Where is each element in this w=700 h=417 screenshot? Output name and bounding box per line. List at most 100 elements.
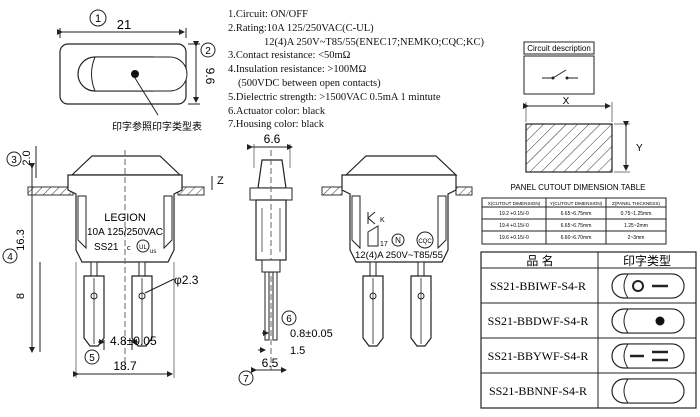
cutout-cell: 19.6 +0.15/-0 — [499, 235, 529, 241]
spec-dielectric: 5.Dielectric strength: >1500VAC 0.5mA 1 … — [228, 91, 441, 103]
total-dim: 18.7 — [113, 359, 137, 373]
z-label: Z — [217, 175, 224, 187]
dim-8: 8 — [15, 293, 27, 299]
spec-circuit: 1.Circuit: ON/OFF — [228, 9, 308, 20]
front-terminal-left — [83, 261, 105, 347]
marker-2 — [200, 42, 216, 58]
panel-left — [27, 186, 74, 196]
dim-7: 6.5 — [262, 356, 279, 370]
print-type-table: 品 名 印字类型 SS21-BBIWF-S4-R SS21-BBDWF-S4-R… — [480, 251, 697, 409]
dim-3: 2.0 — [21, 150, 33, 165]
spec-rating-2: 12(4)A 250V~T85/55(ENEC17;NEMKO;CQC;KC) — [264, 36, 485, 48]
print-row-name: SS21-BBNNF-S4-R — [489, 384, 587, 398]
nemko-logo — [391, 233, 405, 247]
spec-insulation: 4.Insulation resistance: >100MΩ — [228, 64, 367, 76]
side-base — [261, 259, 281, 273]
cert-us: us — [150, 249, 156, 255]
circuit-description: Circuit description — [523, 41, 595, 95]
print-row-name: SS21-BBIWF-S4-R — [490, 279, 586, 293]
back-actuator — [344, 155, 458, 176]
enec-text: 17 — [380, 241, 388, 248]
cutout-header-y: Y(CUTOUT DIMENSION) — [550, 201, 603, 206]
back-terminal-right — [410, 261, 432, 347]
marker-1 — [89, 9, 107, 27]
cutout-rect — [525, 123, 613, 173]
brand-text: LEGION — [104, 212, 146, 224]
cutout-cell: 6.65~6.75mm — [561, 211, 592, 217]
cutout-cell: 2~3mm — [628, 235, 645, 241]
cutout-header-x: X(CUTOUT DIMENSION) — [488, 201, 541, 206]
width-dim: 21 — [117, 17, 131, 32]
rating-text: 10A 125/250VAC — [87, 227, 163, 238]
circuit-node-b — [565, 76, 569, 80]
back-right-clip — [437, 195, 447, 250]
marker-3-label: 3 — [11, 155, 17, 166]
front-terminal-right — [131, 261, 153, 347]
cutout-cell: 1.25~2mm — [624, 223, 648, 229]
dim-5: 4.8±0.05 — [110, 334, 157, 348]
marker-4-label: 4 — [7, 252, 13, 263]
marker-4 — [2, 248, 18, 264]
spec-list: 1.Circuit: ON/OFF 2.Rating:10A 125/250VA… — [228, 8, 484, 132]
nemko-text: N — [395, 236, 401, 245]
type-icon-dot — [611, 308, 685, 334]
back-housing — [341, 174, 457, 263]
type-icon-io — [611, 273, 685, 299]
type-icon-none — [611, 378, 685, 404]
actuator-face — [91, 56, 188, 92]
marker-1-label: 1 — [95, 13, 101, 25]
print-header-type: 印字类型 — [623, 253, 671, 268]
side-view: 6.6 6 0.8±0.05 1.5 7 6.5 Z — [211, 132, 333, 386]
cutout-cell: 19.4 +0.15/-0 — [499, 223, 529, 229]
back-rating: 12(4)A 250V~T85/55 — [355, 250, 443, 261]
circuit-switch-arm — [552, 69, 567, 79]
cert-c: c — [127, 245, 131, 252]
dim-4: 16.3 — [15, 229, 27, 250]
cutout-table-title: PANEL CUTOUT DIMENSION TABLE — [511, 183, 646, 192]
left-clip — [77, 195, 87, 250]
front-view: 3 2.0 4 16.3 8 LEGION 10A 125/250VAC SS2… — [2, 146, 205, 378]
panel-cutout: X Y PANEL CUTOUT DIMENSION TABLE — [511, 96, 646, 192]
ul-logo — [136, 239, 150, 253]
spec-rating: 2.Rating:10A 125/250VAC(C-UL) — [228, 22, 374, 34]
cutout-table: X(CUTOUT DIMENSION) Y(CUTOUT DIMENSION) … — [481, 197, 667, 245]
type-icon-dash — [611, 343, 685, 369]
actuator-dot — [131, 70, 139, 78]
cutout-table-frame — [481, 197, 667, 245]
spec-insulation-2: (500VDC between open contacts) — [238, 77, 381, 89]
cutout-cell: 6.65~6.75mm — [561, 223, 592, 229]
cutout-header-z: Z(PANEL THICKNESS) — [612, 201, 660, 206]
marker-7-label: 7 — [243, 374, 249, 385]
circuit-box — [523, 55, 595, 95]
right-clip — [163, 195, 173, 250]
cutout-cell: 0.75~1.25mm — [621, 211, 652, 217]
enec-logo — [367, 225, 379, 247]
marker-5-label: 5 — [89, 353, 95, 364]
back-left-clip — [351, 195, 361, 250]
circuit-title: Circuit description — [527, 44, 591, 53]
cert-ul: UL — [139, 245, 147, 251]
x-label: X — [563, 96, 570, 107]
hole-dim: φ2.3 — [174, 273, 199, 287]
dim-15: 1.5 — [290, 345, 305, 357]
cqc-logo — [416, 231, 434, 249]
marker-7 — [238, 370, 254, 386]
print-row-name: SS21-BBYWF-S4-R — [488, 349, 589, 363]
y-label: Y — [636, 143, 643, 154]
marker-6-label: 6 — [286, 314, 292, 325]
cqc-text: CQC — [418, 239, 432, 245]
cutout-cell: 6.60~6.70mm — [561, 235, 592, 241]
spec-contact-resistance: 3.Contact resistance: <50mΩ — [228, 50, 351, 62]
cutout-cell: 19.2 +0.15/-0 — [499, 211, 529, 217]
side-pin-a — [264, 271, 270, 341]
hole-leader — [144, 278, 175, 294]
circuit-title-box — [523, 41, 595, 55]
top-view: 1 21 印字参照印字类型表 2 9.6 — [57, 9, 217, 133]
marker-2-label: 2 — [205, 46, 211, 57]
model-text: SS21 — [94, 242, 119, 253]
kc-logo — [367, 211, 376, 225]
back-terminal-left — [362, 261, 384, 347]
back-view: K 17 N CQC 12(4)A 250V~T85/55 — [321, 155, 473, 347]
